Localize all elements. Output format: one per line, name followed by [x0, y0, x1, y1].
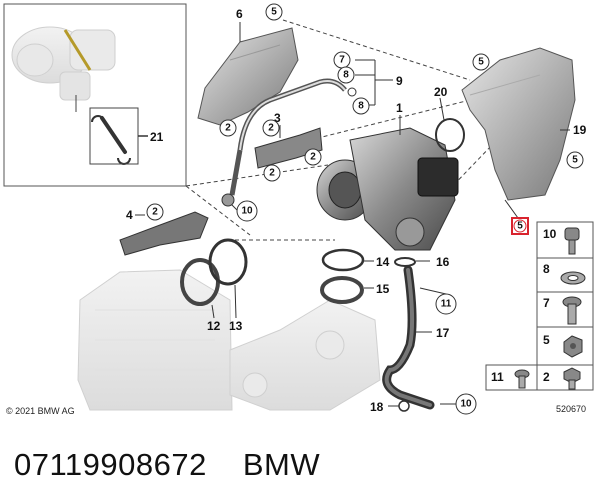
nut-5-icon	[563, 335, 583, 358]
callout-17: 17	[436, 326, 450, 340]
svg-text:8: 8	[358, 101, 364, 112]
turbocharger	[316, 115, 459, 251]
kit-bracket-lines	[347, 59, 393, 106]
callout-18: 18	[370, 400, 384, 414]
table-label-2: 2	[543, 370, 550, 384]
gasket-14	[321, 248, 365, 272]
callout-12: 12	[207, 319, 221, 333]
svg-text:2: 2	[225, 123, 231, 134]
callout-21: 21	[150, 130, 164, 144]
callout-6: 6	[236, 7, 243, 21]
callout-16: 16	[436, 255, 450, 269]
callout-5d-highlight: 5	[511, 217, 529, 235]
inset-panel: 21	[3, 3, 187, 187]
seal-16	[394, 257, 416, 267]
table-label-8: 8	[543, 262, 550, 276]
manifold-ghost	[229, 299, 381, 411]
oil-feed-line	[221, 78, 347, 207]
part-number: 07119908672	[14, 447, 207, 482]
svg-text:5: 5	[517, 221, 523, 232]
callout-7: 7	[333, 51, 351, 69]
svg-text:2: 2	[310, 152, 316, 163]
table-label-11: 11	[491, 370, 504, 384]
circle-callouts: 2 2 2 2 2 5 5 5 5 7 8 8 10 10 11	[146, 3, 584, 415]
svg-text:2: 2	[152, 207, 158, 218]
callout-15: 15	[376, 282, 390, 296]
washer-8-icon	[560, 271, 586, 285]
callout-19: 19	[573, 123, 587, 137]
callout-8b: 8	[352, 97, 370, 115]
svg-text:2: 2	[269, 168, 275, 179]
callout-10b: 10	[455, 393, 477, 415]
diagram-id: 520670	[556, 404, 586, 414]
inset-turbo-ghost	[11, 26, 116, 101]
callout-3: 3	[274, 111, 281, 125]
svg-text:10: 10	[460, 399, 472, 410]
heat-shield-upper	[197, 22, 299, 126]
callout-5a: 5	[265, 3, 283, 21]
bracket-3	[254, 125, 323, 169]
callout-4: 4	[126, 208, 133, 222]
callout-8a: 8	[337, 66, 355, 84]
callout-2a: 2	[219, 119, 237, 137]
callout-2c: 2	[263, 164, 281, 182]
svg-text:5: 5	[572, 155, 578, 166]
parts-diagram: 21 6 3 4 1	[3, 3, 594, 416]
table-label-7: 7	[543, 296, 550, 310]
bolt-11-icon	[514, 369, 530, 389]
seal-18	[398, 400, 410, 412]
oil-return-line	[382, 265, 435, 410]
callout-11: 11	[435, 293, 457, 315]
clamp-15	[320, 276, 364, 304]
table-label-10: 10	[543, 227, 557, 241]
gasket-20	[435, 118, 465, 152]
svg-text:2: 2	[268, 123, 274, 134]
ring-13	[208, 238, 248, 319]
svg-text:11: 11	[441, 299, 452, 310]
brand-name: BMW	[242, 447, 321, 482]
bolt-10-icon	[564, 227, 580, 255]
parts-table: 10 8 7 5 11 2	[485, 221, 594, 391]
svg-text:5: 5	[478, 57, 484, 68]
callout-10a: 10	[236, 200, 258, 222]
callout-2d: 2	[146, 203, 164, 221]
table-label-5: 5	[543, 333, 550, 347]
svg-text:5: 5	[271, 7, 277, 18]
callout-14: 14	[376, 255, 390, 269]
banjo-bolt-7-icon	[562, 296, 582, 325]
callout-2e: 2	[262, 119, 280, 137]
callout-9: 9	[396, 74, 403, 88]
copyright-text: © 2021 BMW AG	[6, 406, 75, 416]
svg-text:10: 10	[241, 206, 253, 217]
bolt-2-icon	[563, 367, 581, 390]
callout-1: 1	[396, 101, 403, 115]
heat-shield-19	[461, 47, 576, 219]
callout-2b: 2	[304, 148, 322, 166]
bottom-caption: 07119908672 BMW	[14, 440, 320, 490]
svg-text:8: 8	[343, 70, 349, 81]
catalyst-ghost	[77, 269, 233, 411]
svg-text:7: 7	[339, 55, 345, 66]
callout-5c: 5	[566, 151, 584, 169]
bracket-4	[119, 211, 209, 256]
callout-13: 13	[229, 319, 243, 333]
callout-5b: 5	[472, 53, 490, 71]
callout-20: 20	[434, 85, 448, 99]
